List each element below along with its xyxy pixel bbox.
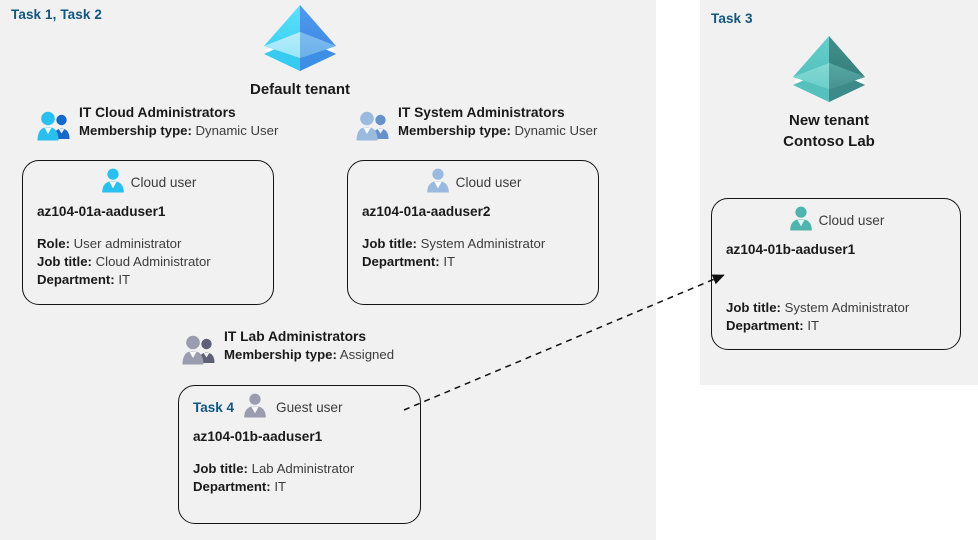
user-card-newtenant-aaduser1: Cloud user az104-01b-aaduser1 Job title:… <box>711 198 961 350</box>
group-membership-type: Membership type: Assigned <box>224 346 394 363</box>
azure-ad-tenant-icon <box>232 2 368 77</box>
property-value: IT <box>807 318 820 334</box>
group-membership-value: Assigned <box>339 346 395 362</box>
user-card-aaduser2: Cloud user az104-01a-aaduser2 Job title:… <box>347 160 599 305</box>
user-type-label: Guest user <box>276 400 343 415</box>
property-value: IT <box>274 479 287 495</box>
group-users-icon <box>36 109 72 146</box>
group-membership-value: Dynamic User <box>514 122 598 138</box>
group-title: IT Lab Administrators <box>224 329 367 344</box>
user-card-aaduser1: Cloud user az104-01a-aaduser1 Role: User… <box>22 160 274 305</box>
property-label: Department: <box>193 479 271 495</box>
card-header: Cloud user <box>712 205 960 236</box>
group-membership-label: Membership type: <box>79 122 192 138</box>
property-value: System Administrator <box>420 236 546 251</box>
user-property-department: Department: IT <box>362 253 598 271</box>
property-value: Lab Administrator <box>251 461 355 476</box>
group-title: IT System Administrators <box>398 105 565 120</box>
user-principal-name: az104-01b-aaduser1 <box>726 242 856 257</box>
user-type-label: Cloud user <box>130 175 197 190</box>
task-label-3: Task 3 <box>711 11 753 26</box>
user-property-job-title: Job title: Cloud Administrator <box>37 253 273 271</box>
default-tenant-block: Default tenant <box>232 2 368 101</box>
user-principal-name: az104-01a-aaduser1 <box>37 204 166 219</box>
cloud-user-icon <box>425 167 451 198</box>
group-membership-label: Membership type: <box>398 122 511 138</box>
default-tenant-panel <box>0 0 656 540</box>
user-property-department: Department: IT <box>37 271 273 289</box>
user-property-role: Role: User administrator <box>37 235 273 253</box>
group-title: IT Cloud Administrators <box>79 105 236 120</box>
user-principal-name: az104-01b-aaduser1 <box>193 429 323 444</box>
user-property-department: Department: IT <box>726 317 960 335</box>
user-card-guest-aaduser1: Task 4 Guest user az104-01b-aaduser1 Job… <box>178 385 421 524</box>
cloud-user-icon <box>100 167 126 198</box>
task-label-4: Task 4 <box>193 400 235 415</box>
user-property-job-title: Job title: Lab Administrator <box>193 460 420 478</box>
guest-user-icon <box>242 392 268 423</box>
property-label: Role: <box>37 236 70 251</box>
property-label: Job title: <box>37 254 92 270</box>
property-label: Department: <box>37 272 115 288</box>
card-header: Cloud user <box>23 167 273 198</box>
user-properties: Job title: System Administrator Departme… <box>726 299 960 335</box>
group-it-lab-administrators: IT Lab Administrators Membership type: A… <box>181 328 394 370</box>
user-properties: Role: User administrator Job title: Clou… <box>37 235 273 290</box>
group-text-block: IT Cloud Administrators Membership type:… <box>79 104 278 139</box>
group-text-block: IT Lab Administrators Membership type: A… <box>224 328 394 363</box>
group-membership-label: Membership type: <box>224 346 337 362</box>
user-property-department: Department: IT <box>193 478 420 496</box>
user-property-job-title: Job title: System Administrator <box>726 299 960 317</box>
property-label: Job title: <box>193 461 248 476</box>
user-property-job-title: Job title: System Administrator <box>362 235 598 253</box>
group-users-icon <box>181 333 217 370</box>
group-membership-type: Membership type: Dynamic User <box>79 122 278 139</box>
card-header: Cloud user <box>348 167 598 198</box>
property-value: IT <box>443 254 456 270</box>
property-label: Department: <box>362 254 440 270</box>
group-it-system-administrators: IT System Administrators Membership type… <box>355 104 597 146</box>
property-value: IT <box>118 272 131 288</box>
user-properties: Job title: Lab Administrator Department:… <box>193 460 420 496</box>
group-membership-value: Dynamic User <box>195 122 279 138</box>
group-it-cloud-administrators: IT Cloud Administrators Membership type:… <box>36 104 278 146</box>
card-header: Task 4 Guest user <box>179 392 420 423</box>
default-tenant-name: Default tenant <box>249 81 350 98</box>
property-label: Job title: <box>362 236 417 251</box>
property-value: Cloud Administrator <box>95 254 211 270</box>
cloud-user-icon <box>788 205 814 236</box>
group-users-icon <box>355 109 391 146</box>
user-type-label: Cloud user <box>818 213 885 228</box>
user-properties: Job title: System Administrator Departme… <box>362 235 598 271</box>
azure-ad-tenant-icon <box>756 33 902 108</box>
new-tenant-name-line1: New tenant <box>788 112 869 129</box>
task-label-1-2: Task 1, Task 2 <box>11 7 102 22</box>
property-label: Job title: <box>726 300 781 315</box>
user-type-label: Cloud user <box>455 175 522 190</box>
new-tenant-name-line2: Contoso Lab <box>783 132 875 150</box>
group-text-block: IT System Administrators Membership type… <box>398 104 597 139</box>
new-tenant-block: New tenant Contoso Lab <box>756 33 902 152</box>
user-principal-name: az104-01a-aaduser2 <box>362 204 491 219</box>
new-tenant-name: New tenant Contoso Lab <box>756 111 902 152</box>
group-membership-type: Membership type: Dynamic User <box>398 122 597 139</box>
property-label: Department: <box>726 318 804 334</box>
property-value: User administrator <box>73 236 182 251</box>
property-value: System Administrator <box>784 300 910 315</box>
